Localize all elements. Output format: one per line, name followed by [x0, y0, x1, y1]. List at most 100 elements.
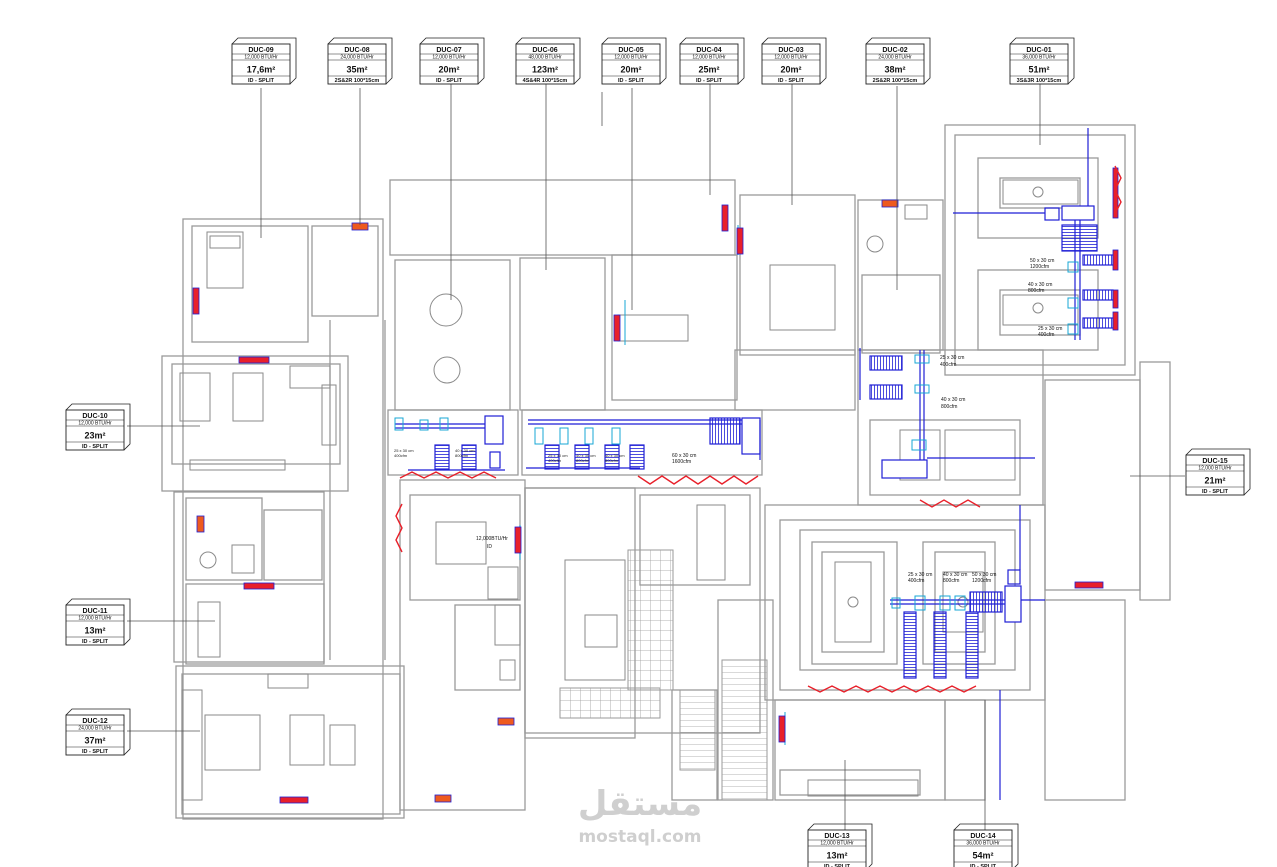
tag-id: DUC-08: [344, 47, 369, 54]
tag-id: DUC-05: [618, 47, 643, 54]
tag-capacity: 36,000 BTU/Hr: [966, 841, 1000, 847]
tag-type: ID - SPLIT: [970, 864, 997, 867]
tag-capacity: 12,000 BTU/Hr: [78, 616, 112, 622]
furniture: [179, 179, 1079, 801]
tag-capacity: 12,000 BTU/Hr: [432, 55, 466, 61]
tag-box-depth: [865, 37, 931, 85]
watermark-latin: mostaql.com: [578, 827, 701, 847]
tag-box-depth: [1185, 448, 1251, 496]
tag-id: DUC-11: [83, 608, 108, 615]
leader-lines: [127, 80, 1185, 830]
duct-label-small: 400cfm: [548, 458, 562, 463]
duct-label: 40 x 30 cm: [943, 572, 967, 578]
tag-box: [65, 409, 125, 451]
tag-capacity: 24,000 BTU/Hr: [340, 55, 374, 61]
tag-area: 13m²: [84, 626, 105, 636]
tag-id: DUC-03: [778, 47, 803, 54]
duct-label: 50 x 30 cm: [1030, 258, 1054, 264]
tag-type: ID - SPLIT: [82, 749, 109, 755]
tag-type: ID - SPLIT: [1202, 489, 1229, 495]
tag-box-depth: [65, 598, 131, 646]
tag-type: ID - SPLIT: [778, 78, 805, 84]
tag-capacity: 12,000 BTU/Hr: [1198, 466, 1232, 472]
unit-note-type: ID: [487, 544, 492, 550]
tag-area: 20m²: [620, 65, 641, 75]
tag-box: [679, 43, 739, 85]
tag-type: ID - SPLIT: [618, 78, 645, 84]
tag-capacity: 36,000 BTU/Hr: [1022, 55, 1056, 61]
tag-area: 123m²: [532, 65, 558, 75]
duct-label: 25 x 30 cm: [940, 355, 964, 361]
tag-box-depth: [679, 37, 745, 85]
tag-box-depth: [807, 823, 873, 867]
tag-capacity: 24,000 BTU/Hr: [78, 726, 112, 732]
unit-note-cap: 12,000BTU/Hr: [476, 536, 508, 542]
tag-type: 2S&2R 100*15cm: [873, 78, 918, 84]
tag-box-depth: [761, 37, 827, 85]
tag-area: 13m²: [826, 851, 847, 861]
duct-label-small: 25 x 30 cm: [394, 448, 414, 453]
tag-box: [761, 43, 821, 85]
tag-type: 2S&2R 100*15cm: [335, 78, 380, 84]
return-zigzag: [395, 165, 1122, 693]
tag-id: DUC-04: [696, 47, 721, 54]
duct-label: 40 x 30 cm: [1028, 282, 1052, 288]
tag-type: 3S&3R 100*15cm: [1017, 78, 1062, 84]
tag-box: [65, 714, 125, 756]
tag-id: DUC-15: [1202, 458, 1227, 465]
duct-label: 400cfm: [1038, 332, 1054, 338]
tag-box: [601, 43, 661, 85]
duct-label: 1200cfm: [972, 578, 991, 584]
tag-type: ID - SPLIT: [436, 78, 463, 84]
tag-capacity: 12,000 BTU/Hr: [692, 55, 726, 61]
tag-type: 4S&4R 100*15cm: [523, 78, 568, 84]
stairs-right-a: [679, 689, 716, 771]
duct-label: 1600cfm: [672, 459, 691, 465]
tag-id: DUC-12: [82, 718, 107, 725]
duct-label: 800cfm: [943, 578, 959, 584]
tag-area: 51m²: [1028, 65, 1049, 75]
tag-area: 37m²: [84, 736, 105, 746]
tag-id: DUC-06: [532, 47, 557, 54]
tag-box: [327, 43, 387, 85]
duct-label: 25 x 30 cm: [908, 572, 932, 578]
tag-box-depth: [601, 37, 667, 85]
tag-box-depth: [515, 37, 581, 85]
duct-label-small: 800cfm: [455, 453, 469, 458]
duct-network: [395, 128, 1114, 800]
duct-label-small: 25 x 30 cm: [548, 453, 568, 458]
tag-area: 20m²: [438, 65, 459, 75]
duct-label-small: 40 x 30 cm: [576, 453, 596, 458]
tag-box: [515, 43, 575, 85]
tag-box-depth: [65, 403, 131, 451]
tag-box-depth: [65, 708, 131, 756]
duct-size-labels: 50 x 30 cm 1200cfm 40 x 30 cm 800cfm 25 …: [394, 258, 1062, 584]
tag-capacity: 24,000 BTU/Hr: [878, 55, 912, 61]
tag-area: 23m²: [84, 431, 105, 441]
tag-area: 38m²: [884, 65, 905, 75]
duct-label-small: 800cfm: [605, 458, 619, 463]
tag-id: DUC-07: [436, 47, 461, 54]
duct-label: 50 x 30 cm: [972, 572, 996, 578]
tag-box: [419, 43, 479, 85]
tag-type: ID - SPLIT: [696, 78, 723, 84]
tag-box-depth: [231, 37, 297, 85]
duct-label-small: 40 x 30 cm: [455, 448, 475, 453]
duct-label: 800cfm: [941, 404, 957, 410]
tag-capacity: 12,000 BTU/Hr: [244, 55, 278, 61]
return-grilles: [192, 167, 1119, 804]
duct-label-small: 40 x 30 cm: [605, 453, 625, 458]
tag-id: DUC-13: [824, 833, 849, 840]
duct-label: 400cfm: [940, 362, 956, 368]
duct-label-small: 400cfm: [394, 453, 408, 458]
tag-area: 35m²: [346, 65, 367, 75]
